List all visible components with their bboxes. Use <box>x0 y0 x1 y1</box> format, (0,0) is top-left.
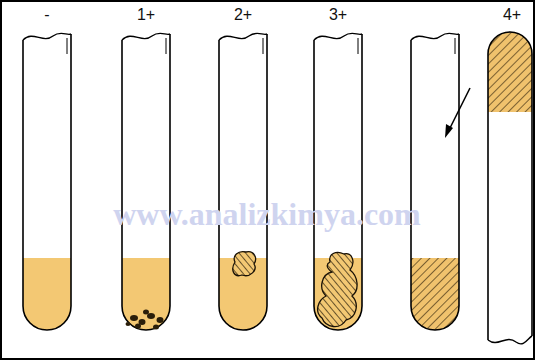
tube-break <box>488 336 532 344</box>
tube-edge <box>67 38 68 54</box>
watermark: www.analizkimya.com <box>113 196 421 232</box>
tube-break <box>219 33 267 40</box>
clot <box>488 32 532 112</box>
grade-label: 2+ <box>234 6 252 24</box>
liquid <box>122 258 170 330</box>
test-tube <box>411 34 459 330</box>
grade-label: - <box>44 6 49 24</box>
test-tube <box>219 34 267 330</box>
liquid <box>23 258 71 330</box>
arrow-head <box>445 124 453 138</box>
sediment <box>126 252 358 330</box>
test-tube <box>314 34 362 330</box>
tube-break <box>314 33 362 40</box>
tube-edge <box>455 38 456 54</box>
tube-break <box>23 33 71 40</box>
tube-edge <box>166 38 167 54</box>
grade-label: 1+ <box>137 6 155 24</box>
tube-break <box>411 33 459 40</box>
tube-break <box>122 33 170 40</box>
inverted-tube <box>488 32 532 340</box>
liquid <box>411 258 459 330</box>
grade-label: 4+ <box>503 6 521 24</box>
test-tube <box>23 34 71 330</box>
pointer-arrow <box>449 88 470 130</box>
test-tube <box>122 34 170 330</box>
tube-edge <box>358 38 359 54</box>
grade-label: 3+ <box>329 6 347 24</box>
tube-edge <box>263 38 264 54</box>
